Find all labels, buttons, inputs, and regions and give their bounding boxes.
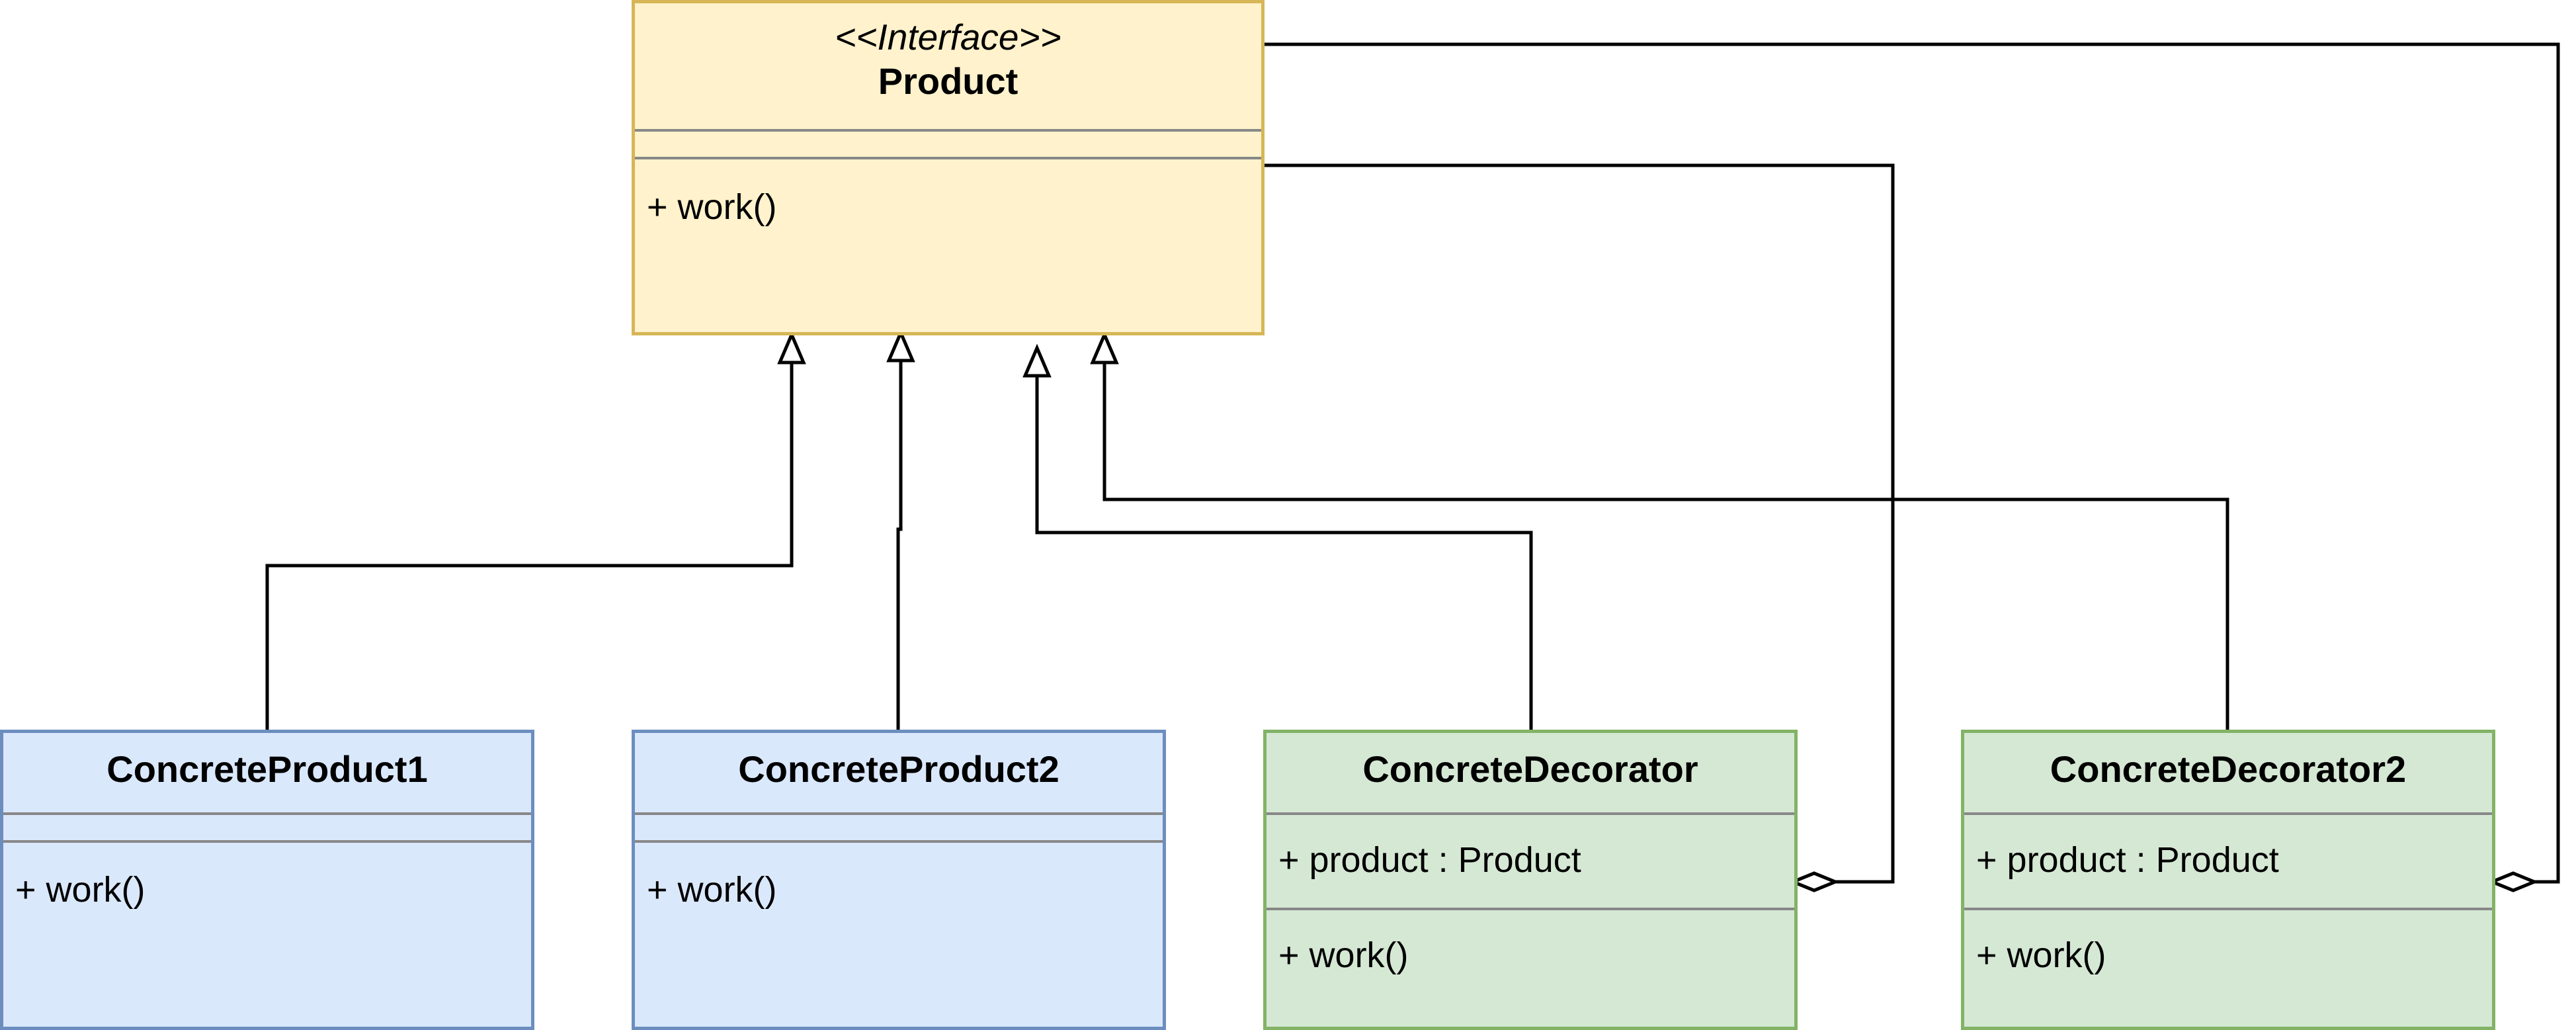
concrete-decorator-header: ConcreteDecorator (1267, 747, 1794, 792)
concrete-product2-class-name: ConcreteProduct2 (738, 748, 1059, 790)
realization-edge-concrete-product1 (265, 330, 806, 731)
concrete-decorator2-operation-work: + work() (1976, 935, 2106, 975)
concrete-product1-class[interactable]: ConcreteProduct1 + work() (0, 730, 534, 1030)
concrete-product2-header: ConcreteProduct2 (635, 747, 1163, 792)
concrete-decorator-divider-top (1267, 812, 1794, 815)
concrete-product1-operation-work: + work() (15, 870, 145, 910)
realization-edge-concrete-decorator (1022, 343, 1533, 731)
product-interface-class[interactable]: <<Interface>> Product + work() (632, 0, 1265, 335)
concrete-decorator2-class[interactable]: ConcreteDecorator2 + product : Product +… (1961, 730, 2495, 1030)
product-divider-top (635, 129, 1261, 132)
concrete-decorator2-attribute-product: + product : Product (1976, 840, 2279, 880)
concrete-decorator-class[interactable]: ConcreteDecorator + product : Product + … (1263, 730, 1798, 1030)
concrete-product2-class[interactable]: ConcreteProduct2 + work() (632, 730, 1166, 1030)
concrete-decorator-divider-bottom (1267, 908, 1794, 910)
interface-stereotype: <<Interface>> (835, 17, 1061, 58)
concrete-product2-divider-top (635, 812, 1163, 815)
concrete-product2-operation-work: + work() (647, 870, 777, 910)
product-operation-work: + work() (647, 187, 777, 227)
concrete-decorator2-divider-bottom (1964, 908, 2492, 910)
realization-edge-concrete-product2 (886, 328, 915, 731)
concrete-decorator2-divider-top (1964, 812, 2492, 815)
product-header: <<Interface>> Product (635, 15, 1261, 104)
concrete-product1-divider-bottom (3, 840, 531, 843)
concrete-product1-class-name: ConcreteProduct1 (106, 748, 428, 790)
product-class-name: Product (878, 60, 1018, 102)
concrete-decorator-operation-work: + work() (1278, 935, 1409, 975)
product-divider-bottom (635, 157, 1261, 159)
concrete-decorator-class-name: ConcreteDecorator (1362, 748, 1698, 790)
concrete-product2-divider-bottom (635, 840, 1163, 843)
concrete-decorator2-class-name: ConcreteDecorator2 (2050, 748, 2407, 790)
concrete-decorator-attribute-product: + product : Product (1278, 840, 1581, 880)
concrete-decorator2-header: ConcreteDecorator2 (1964, 747, 2492, 792)
realization-edge-concrete-decorator2 (1090, 330, 2229, 731)
concrete-product1-header: ConcreteProduct1 (3, 747, 531, 792)
concrete-product1-divider-top (3, 812, 531, 815)
